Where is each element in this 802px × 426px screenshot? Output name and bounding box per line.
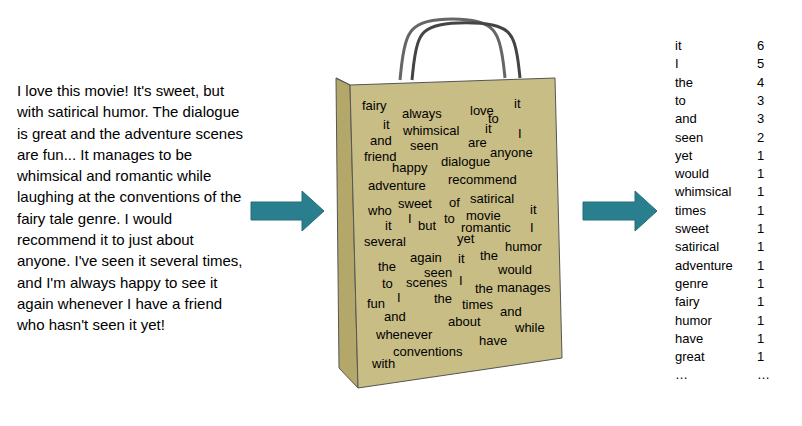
count-cell: 3: [757, 111, 764, 127]
bag-word: about: [448, 314, 481, 329]
bag-word: the: [480, 248, 498, 263]
word-cell: times: [675, 203, 706, 219]
count-cell: 1: [757, 239, 764, 255]
word-count-table: it 6I 5 the 4 to 3 and 3 seen 2 yet 1 would 1 whimsical…: [673, 38, 793, 386]
count-cell: 1: [757, 331, 764, 347]
word-cell: the: [675, 75, 693, 91]
word-cell: adventure: [675, 258, 733, 274]
word-cell: humor: [675, 313, 712, 329]
word-cell: fairy: [675, 294, 700, 310]
block-arrow: [251, 191, 324, 231]
bag-word: it: [458, 251, 465, 266]
count-cell: 1: [757, 349, 764, 365]
bag-word: and: [370, 133, 392, 148]
bag-word: who: [368, 203, 392, 218]
count-cell: 6: [757, 38, 764, 54]
word-cell: to: [675, 93, 686, 109]
count-cell: 1: [757, 221, 764, 237]
word-cell: have: [675, 331, 703, 347]
word-cell: it: [675, 38, 682, 54]
bag-word: with: [372, 356, 395, 371]
count-cell: 1: [757, 276, 764, 292]
bag-word: it: [385, 218, 392, 233]
bag-word: it: [530, 202, 537, 217]
bag-word: sweet: [398, 196, 432, 211]
count-cell: 1: [757, 203, 764, 219]
bag-word: manages: [497, 280, 550, 295]
bag-word: friend: [364, 149, 397, 164]
bag-handle: [412, 23, 520, 80]
bag-word: the: [434, 291, 452, 306]
bag-front: [350, 78, 562, 388]
word-cell: great: [675, 349, 705, 365]
bag-word: several: [364, 234, 406, 249]
bag-word: scenes: [406, 275, 447, 290]
bag-word: to: [382, 276, 393, 291]
bag-word: whenever: [376, 327, 432, 342]
block-arrow: [583, 191, 657, 231]
bag-word: I: [530, 220, 534, 235]
bag-word: to: [444, 211, 455, 226]
bag-word: again: [410, 250, 442, 265]
bag-word: yet: [457, 231, 474, 246]
bag-word: the: [475, 281, 493, 296]
bag-word: I: [408, 211, 412, 226]
count-cell: 3: [757, 93, 764, 109]
count-cell: 1: [757, 294, 764, 310]
bag-word: while: [515, 320, 545, 335]
word-cell: sweet: [675, 221, 709, 237]
bag-word: I: [518, 126, 522, 141]
bag-word: of: [449, 195, 460, 210]
word-cell: and: [675, 111, 697, 127]
bag-word: I: [459, 273, 463, 288]
count-cell: 1: [757, 258, 764, 274]
bag-word: dialogue: [441, 154, 490, 169]
count-cell: 1: [757, 148, 764, 164]
count-cell: 4: [757, 75, 764, 91]
bag-word: whimsical: [403, 123, 459, 138]
bag-word: but: [418, 218, 436, 233]
word-cell: satirical: [675, 239, 719, 255]
word-cell: …: [675, 367, 688, 383]
bag-word: and: [384, 309, 406, 324]
word-cell: genre: [675, 276, 708, 292]
count-cell: …: [757, 367, 770, 383]
bag-word: I: [397, 290, 401, 305]
word-cell: seen: [675, 130, 703, 146]
bag-word: happy: [392, 160, 427, 175]
bag-word: always: [402, 106, 442, 121]
count-cell: 5: [757, 56, 764, 72]
count-cell: 2: [757, 130, 764, 146]
bag-word: satirical: [470, 191, 514, 206]
bag-word: and: [500, 304, 522, 319]
bag-word: the: [378, 259, 396, 274]
bag-word: it: [485, 121, 492, 136]
bag-word: have: [479, 333, 507, 348]
bag-word: fun: [367, 296, 385, 311]
count-cell: 1: [757, 313, 764, 329]
bag-of-words: fairyalwayslovetoititwhimsicalitIandseen…: [330, 10, 570, 400]
word-cell: whimsical: [675, 184, 731, 200]
bag-word: fairy: [362, 98, 387, 113]
bag-word: recommend: [448, 172, 517, 187]
bag-word: anyone: [490, 145, 533, 160]
review-text: I love this movie! It's sweet, but with …: [17, 80, 245, 336]
word-cell: would: [675, 166, 709, 182]
bag-word: it: [514, 96, 521, 111]
word-cell: I: [675, 56, 679, 72]
bag-word: it: [383, 117, 390, 132]
bag-word: times: [462, 297, 493, 312]
bag-word: are: [468, 135, 487, 150]
count-cell: 1: [757, 184, 764, 200]
bag-word: humor: [505, 239, 542, 254]
bag-word: conventions: [393, 344, 462, 359]
review-paragraph: I love this movie! It's sweet, but with …: [17, 80, 245, 336]
bag-word: adventure: [368, 178, 426, 193]
count-cell: 1: [757, 166, 764, 182]
word-cell: yet: [675, 148, 692, 164]
bag-word: seen: [410, 138, 438, 153]
bag-word: would: [498, 262, 532, 277]
